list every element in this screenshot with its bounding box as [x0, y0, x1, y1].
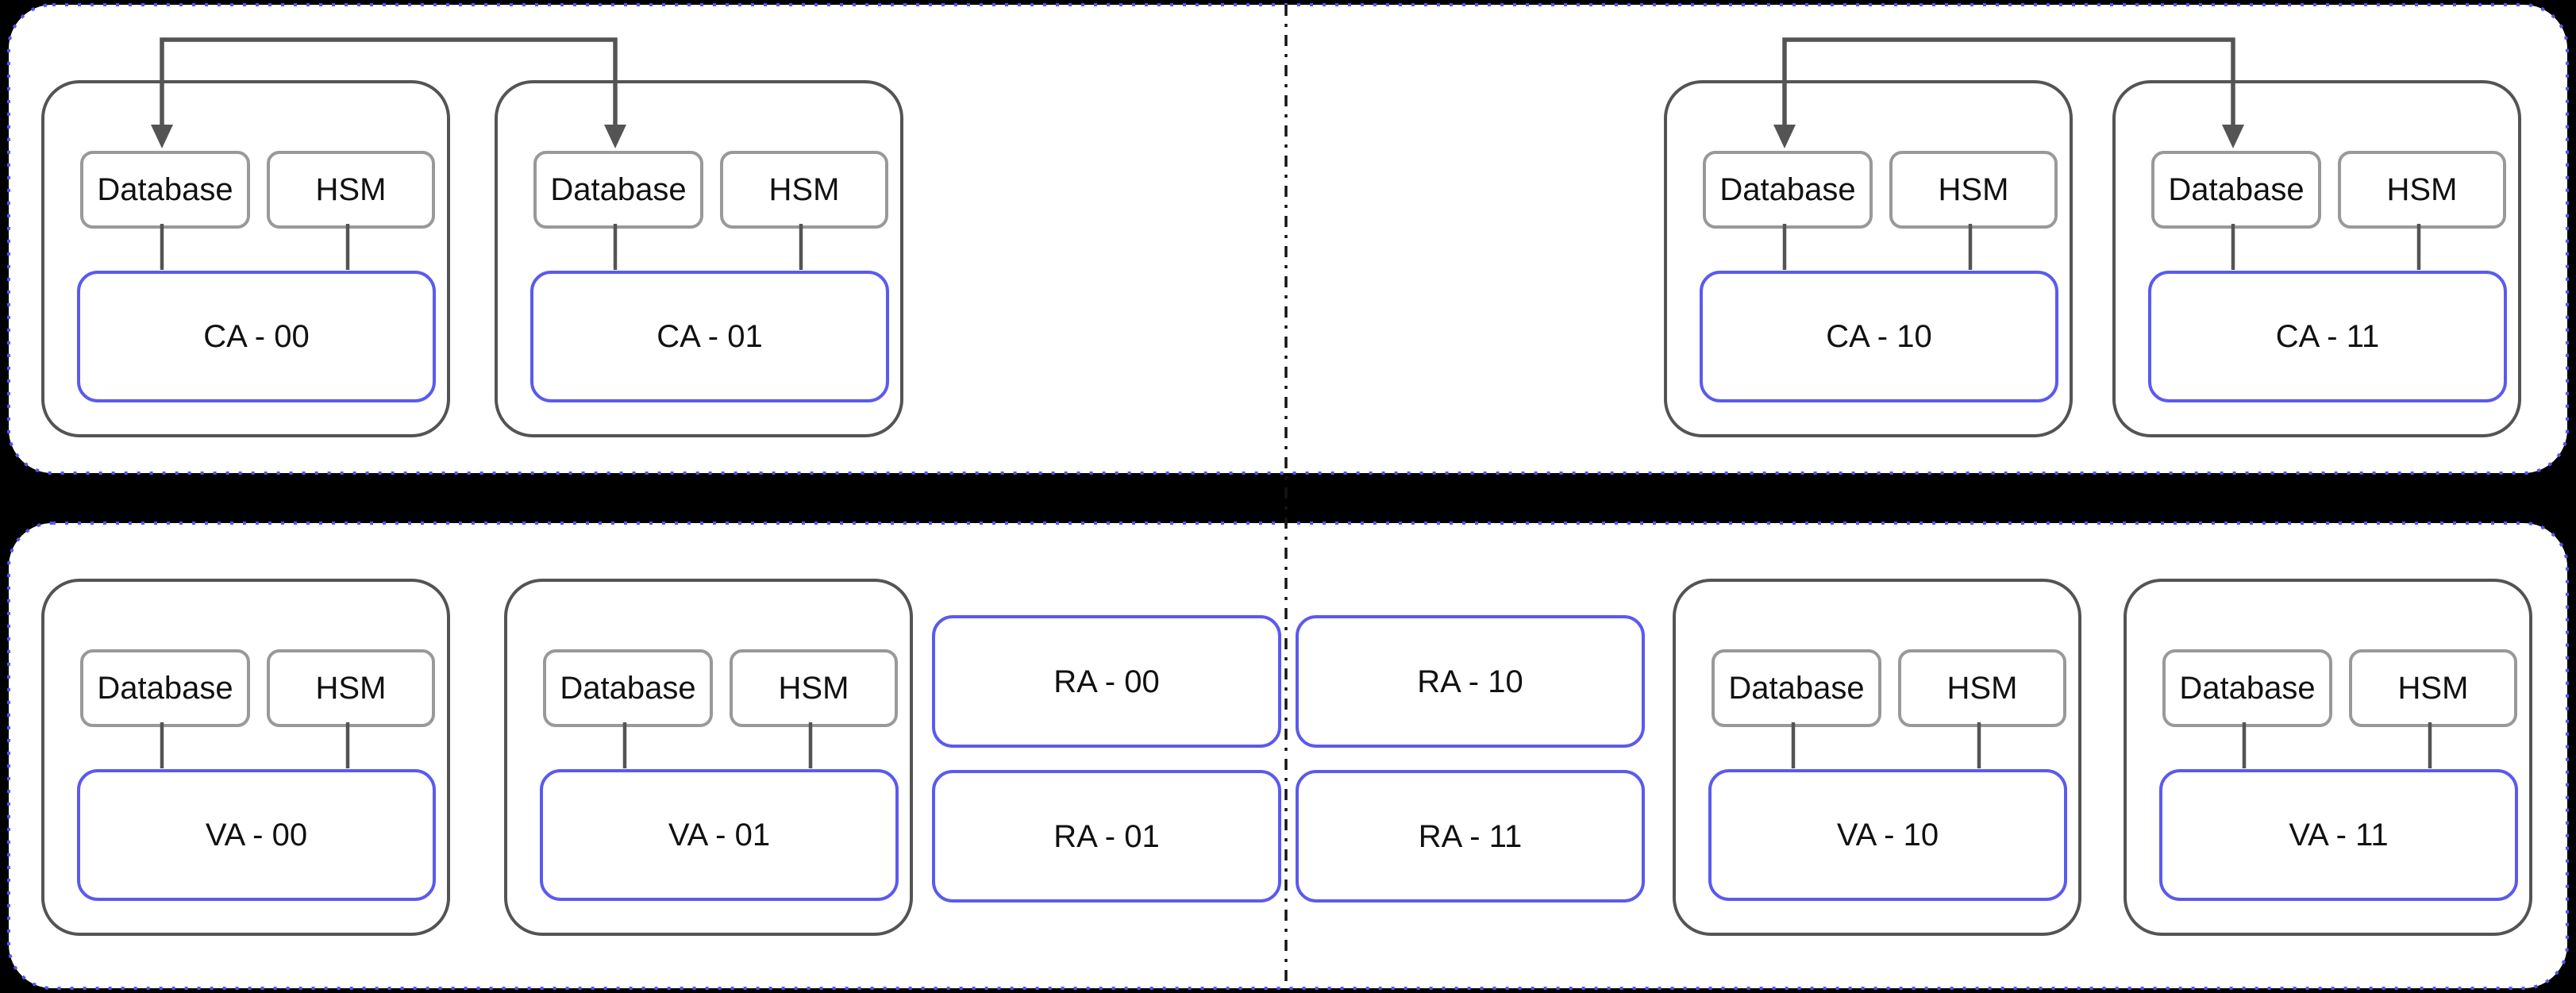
database-box: Database [1703, 151, 1873, 229]
node-ra-01: RA - 01 [932, 770, 1281, 903]
database-box: Database [533, 151, 703, 229]
node-va-11: VA - 11 [2159, 769, 2518, 901]
hsm-box: HSM [2338, 151, 2506, 229]
hsm-box: HSM [730, 649, 898, 727]
group-ca-11: Database HSM CA - 11 [2112, 80, 2521, 437]
group-va-00: Database HSM VA - 00 [41, 579, 450, 936]
group-va-01: Database HSM VA - 01 [504, 579, 913, 936]
hsm-box: HSM [1889, 151, 2058, 229]
database-box: Database [80, 151, 250, 229]
node-ca-11: CA - 11 [2148, 271, 2507, 402]
node-va-01: VA - 01 [540, 769, 899, 901]
hsm-box: HSM [1898, 649, 2066, 727]
hsm-box: HSM [267, 649, 435, 727]
hsm-box: HSM [720, 151, 888, 229]
node-ca-00: CA - 00 [77, 271, 436, 402]
database-box: Database [80, 649, 250, 727]
database-box: Database [2151, 151, 2321, 229]
group-va-10: Database HSM VA - 10 [1673, 579, 2081, 936]
group-va-11: Database HSM VA - 11 [2124, 579, 2532, 936]
node-va-10: VA - 10 [1708, 769, 2067, 901]
database-box: Database [1712, 649, 1881, 727]
node-ra-10: RA - 10 [1296, 615, 1645, 748]
hsm-box: HSM [267, 151, 435, 229]
node-ra-11: RA - 11 [1296, 770, 1645, 903]
group-ca-01: Database HSM CA - 01 [495, 80, 903, 437]
group-ca-10: Database HSM CA - 10 [1664, 80, 2073, 437]
node-ca-01: CA - 01 [530, 271, 889, 402]
node-va-00: VA - 00 [77, 769, 436, 901]
hsm-box: HSM [2349, 649, 2517, 727]
node-ca-10: CA - 10 [1700, 271, 2058, 402]
database-box: Database [2162, 649, 2332, 727]
group-ca-00: Database HSM CA - 00 [41, 80, 450, 437]
node-ra-00: RA - 00 [932, 615, 1281, 748]
database-box: Database [543, 649, 713, 727]
